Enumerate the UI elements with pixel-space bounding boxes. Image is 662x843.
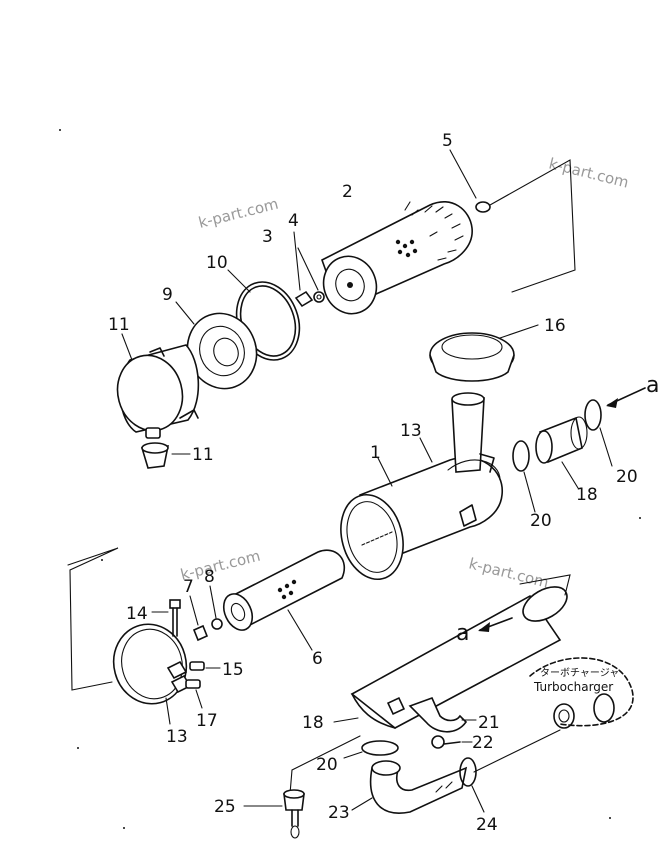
watermark-4: k-part.com <box>467 554 551 591</box>
spacer-16 <box>185 679 201 689</box>
callout-20-mid: 20 <box>530 511 552 531</box>
callout-labels: 5 2 4 3 10 9 11 16 11 13 1 20 18 20 7 8 … <box>108 131 638 835</box>
intake-pipe-18 <box>350 574 571 729</box>
callout-7: 7 <box>183 577 194 597</box>
callout-18: 18 <box>302 713 324 733</box>
inner-element-6 <box>222 549 345 631</box>
callout-15: 15 <box>222 660 244 680</box>
callout-13-upper: 13 <box>400 421 422 441</box>
clamp-20-right <box>584 399 602 431</box>
callout-16: 17 <box>196 711 218 731</box>
gasket-20-lower <box>361 740 399 756</box>
callout-10: 10 <box>206 253 228 273</box>
clamp-24 <box>459 757 477 787</box>
callout-24: 24 <box>476 815 498 835</box>
wing-nut-3 <box>294 290 314 308</box>
turbocharger <box>529 657 634 729</box>
clamp-21 <box>408 696 468 733</box>
callout-6: 6 <box>312 649 323 669</box>
callout-22: 22 <box>472 733 494 753</box>
callout-19: 18 <box>576 485 598 505</box>
elbow-23 <box>369 760 468 814</box>
seal-5 <box>475 201 491 213</box>
callout-23: 23 <box>328 803 350 823</box>
callout-9: 9 <box>162 285 173 305</box>
callout-17: 16 <box>544 316 566 336</box>
spacer-15 <box>189 661 205 671</box>
callout-4: 4 <box>288 211 299 231</box>
dust-indicator-25 <box>283 735 361 839</box>
nut-7 <box>192 624 209 642</box>
callout-14: 14 <box>126 604 148 624</box>
callout-20-right: 20 <box>616 467 638 487</box>
flow-marker-a-lower: a <box>456 621 469 646</box>
hose-19 <box>535 416 588 464</box>
clamp-20-left <box>512 440 530 472</box>
callout-2: 2 <box>342 182 353 202</box>
washer-8 <box>211 618 223 630</box>
turbocharger-label-en: Turbocharger <box>533 680 613 694</box>
callout-5: 5 <box>442 131 453 151</box>
cap-12 <box>116 344 200 439</box>
callout-11: 11 <box>192 445 214 465</box>
callout-12: 11 <box>108 315 130 335</box>
outer-element-part <box>321 201 473 315</box>
watermark-2: k-part.com <box>547 154 631 191</box>
callout-3: 3 <box>262 227 273 247</box>
nut-4 <box>313 291 325 303</box>
bolt-14 <box>169 599 181 637</box>
callout-21: 21 <box>478 713 500 733</box>
bolt-22 <box>431 735 461 749</box>
callout-13-lower: 13 <box>166 727 188 747</box>
turbocharger-label-jp: ターボチャージャ <box>540 667 619 679</box>
callout-8: 8 <box>204 567 215 587</box>
callout-20-lower: 20 <box>316 755 338 775</box>
mounting-band-13 <box>112 623 192 705</box>
callout-1: 1 <box>370 443 381 463</box>
precleaner-cap-17 <box>429 332 515 382</box>
valve-11 <box>140 442 169 469</box>
flow-marker-a-right: a <box>646 373 659 398</box>
callout-25: 25 <box>214 797 236 817</box>
air-cleaner-body-1 <box>340 392 503 581</box>
